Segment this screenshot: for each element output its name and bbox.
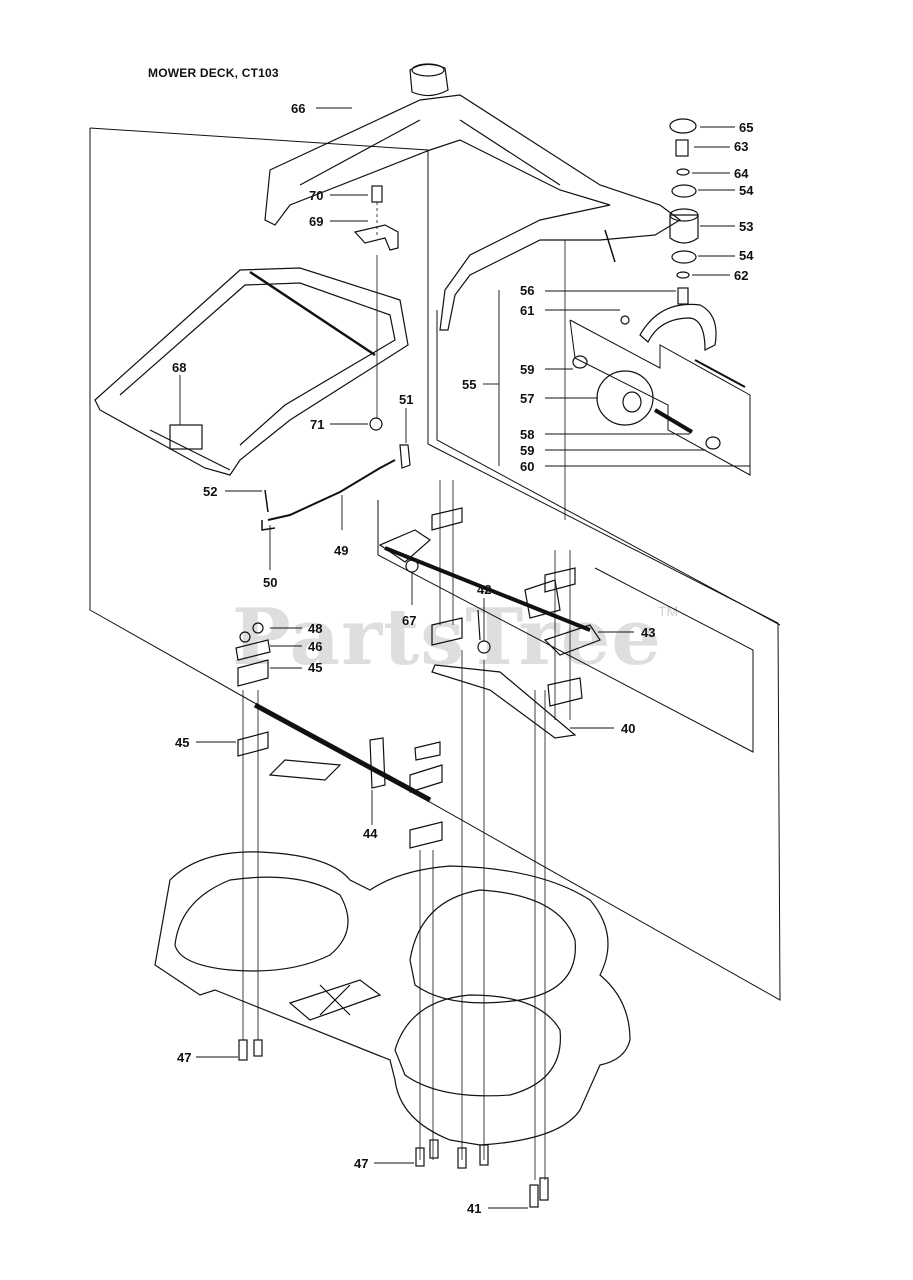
nut-71 bbox=[369, 417, 383, 431]
nut-61 bbox=[620, 315, 630, 325]
callout-48: 48 bbox=[308, 621, 322, 636]
group-frame-left-top bbox=[89, 127, 429, 444]
bolt-47-d bbox=[429, 1139, 439, 1159]
clip-45-b bbox=[237, 659, 269, 687]
spacer-59b bbox=[705, 436, 721, 450]
washer-64 bbox=[676, 168, 690, 176]
nut-48-a bbox=[239, 631, 251, 643]
rod-50 bbox=[261, 520, 276, 531]
callout-62: 62 bbox=[734, 268, 748, 283]
fork-bracket bbox=[639, 303, 717, 351]
callout-46: 46 bbox=[308, 639, 322, 654]
callout-52: 52 bbox=[203, 484, 217, 499]
plate-46 bbox=[235, 639, 271, 661]
bolt-70 bbox=[371, 185, 383, 203]
callout-45: 45 bbox=[308, 660, 322, 675]
bolt-41-a bbox=[529, 1184, 539, 1208]
callout-42: 42 bbox=[477, 582, 491, 597]
callout-57: 57 bbox=[520, 391, 534, 406]
callout-61: 61 bbox=[520, 303, 534, 318]
rear-bar-44 bbox=[253, 702, 432, 803]
callout-45: 45 bbox=[175, 735, 189, 750]
callout-47: 47 bbox=[177, 1050, 191, 1065]
clip-upper-2 bbox=[544, 567, 576, 593]
callout-60: 60 bbox=[520, 459, 534, 474]
callout-47: 47 bbox=[354, 1156, 368, 1171]
spacer-59 bbox=[572, 355, 588, 369]
callout-54: 54 bbox=[739, 248, 754, 263]
cable-49 bbox=[267, 459, 396, 521]
callout-53: 53 bbox=[739, 219, 753, 234]
callout-41: 41 bbox=[467, 1201, 481, 1216]
bolt-41-b bbox=[539, 1177, 549, 1201]
group-frame-right bbox=[436, 310, 781, 626]
front-cradle bbox=[94, 267, 409, 476]
watermark: PartsTree bbox=[232, 592, 662, 683]
callout-55: 55 bbox=[462, 377, 476, 392]
bolt-47-a bbox=[238, 1039, 248, 1061]
lift-arm-collar bbox=[409, 63, 449, 97]
bar-40 bbox=[431, 664, 577, 739]
rear-tab bbox=[369, 737, 386, 789]
page-title: MOWER DECK, CT103 bbox=[148, 66, 279, 80]
pivot-plate bbox=[378, 529, 431, 563]
callout-51: 51 bbox=[399, 392, 413, 407]
mower-deck bbox=[154, 851, 631, 1146]
pivot-shaft bbox=[384, 546, 591, 632]
callout-44: 44 bbox=[363, 826, 378, 841]
lift-arm-frame bbox=[264, 94, 682, 331]
callout-49: 49 bbox=[334, 543, 348, 558]
callout-40: 40 bbox=[621, 721, 635, 736]
callout-50: 50 bbox=[263, 575, 277, 590]
bolt-47-e bbox=[457, 1147, 467, 1169]
bearing-54-top bbox=[671, 184, 697, 198]
wheel-57 bbox=[596, 370, 654, 426]
callout-70: 70 bbox=[309, 188, 323, 203]
bolt-47-c bbox=[415, 1147, 425, 1167]
cradle-bracket bbox=[169, 424, 203, 450]
clip-45-a bbox=[237, 731, 269, 757]
group-frame-wheel bbox=[569, 319, 751, 476]
callout-65: 65 bbox=[739, 120, 753, 135]
callout-43: 43 bbox=[641, 625, 655, 640]
rear-pedal bbox=[268, 759, 342, 781]
washer-62 bbox=[676, 271, 690, 279]
bracket-69 bbox=[353, 224, 399, 251]
group-frame-axle bbox=[377, 500, 754, 753]
trademark: TM bbox=[658, 603, 679, 619]
axle-58 bbox=[653, 408, 694, 434]
callout-59: 59 bbox=[520, 443, 534, 458]
spring-51 bbox=[399, 444, 411, 469]
nut-48-b bbox=[252, 622, 264, 634]
arm-43 bbox=[543, 624, 601, 656]
callout-68: 68 bbox=[172, 360, 186, 375]
callout-63: 63 bbox=[734, 139, 748, 154]
callout-67: 67 bbox=[402, 613, 416, 628]
cap-65 bbox=[669, 118, 697, 134]
bearing-54-bottom bbox=[671, 250, 697, 264]
grease-63 bbox=[675, 139, 689, 157]
nut-42 bbox=[477, 640, 491, 654]
callout-69: 69 bbox=[309, 214, 323, 229]
lift-arm-collar-top bbox=[411, 63, 445, 77]
group-frame-left bbox=[89, 128, 781, 1001]
pin-56 bbox=[677, 287, 689, 305]
callout-54: 54 bbox=[739, 183, 754, 198]
callout-56: 56 bbox=[520, 283, 534, 298]
callout-64: 64 bbox=[734, 166, 749, 181]
housing-53 bbox=[669, 214, 699, 244]
clip-upper-1 bbox=[431, 507, 463, 531]
bolt-67 bbox=[405, 559, 419, 573]
callout-58: 58 bbox=[520, 427, 534, 442]
bolt-47-f bbox=[479, 1144, 489, 1166]
callout-59: 59 bbox=[520, 362, 534, 377]
callout-66: 66 bbox=[291, 101, 305, 116]
callout-71: 71 bbox=[310, 417, 324, 432]
bolt-47-b bbox=[253, 1039, 263, 1057]
